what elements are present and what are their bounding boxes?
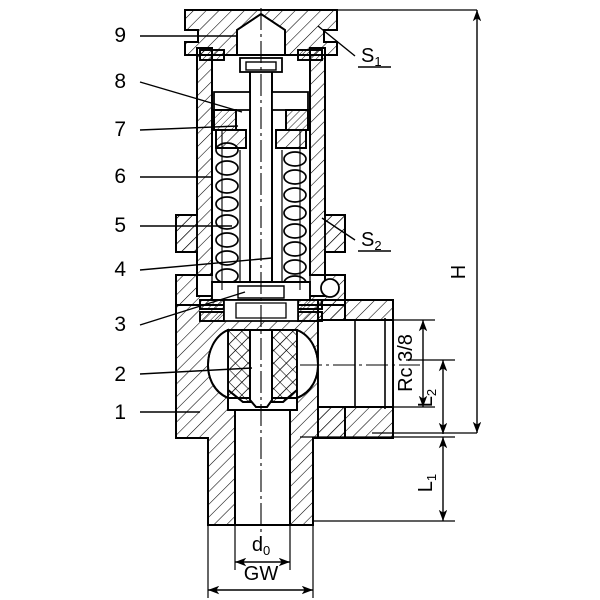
dimension-H: H bbox=[330, 9, 482, 434]
dimension-label: GW bbox=[244, 563, 279, 585]
surface-label: S2 bbox=[361, 229, 382, 253]
dimension-label: d0 bbox=[252, 534, 270, 558]
surface-label: S1 bbox=[361, 45, 382, 69]
part-callout-7: 7 bbox=[114, 118, 239, 141]
part-callout-9: 9 bbox=[114, 24, 238, 47]
dimension-label: L1 bbox=[415, 474, 439, 492]
leader-line bbox=[317, 25, 356, 57]
dimension-label: L2 bbox=[415, 389, 439, 407]
part-callout-5: 5 bbox=[114, 214, 232, 237]
dimension-label: Rc 3/8 bbox=[395, 334, 417, 392]
leader-line bbox=[139, 291, 246, 326]
callout-number: 2 bbox=[114, 363, 126, 386]
leader-line bbox=[139, 367, 253, 375]
callout-number: 7 bbox=[114, 118, 126, 141]
part-callout-4: 4 bbox=[114, 257, 273, 281]
leader-line bbox=[139, 125, 239, 131]
part-callout-2: 2 bbox=[114, 363, 253, 386]
outlet-branch bbox=[317, 299, 394, 439]
body-boss-circle bbox=[320, 278, 340, 298]
leader-line bbox=[321, 217, 356, 241]
part-callout-6: 6 bbox=[114, 165, 212, 188]
callout-number: 6 bbox=[114, 165, 126, 188]
part-callout-3: 3 bbox=[114, 291, 246, 336]
dimension-L1: L1 bbox=[300, 436, 455, 522]
dimension-GW: GW bbox=[207, 525, 314, 598]
leader-line bbox=[139, 81, 243, 113]
callout-number: 1 bbox=[114, 401, 126, 424]
callout-number: 9 bbox=[114, 24, 126, 47]
dimension-label: H bbox=[448, 265, 470, 279]
centerlines bbox=[260, 8, 420, 545]
outlet-bore bbox=[227, 397, 298, 526]
callout-number: 4 bbox=[114, 258, 126, 281]
leader-line bbox=[139, 257, 273, 271]
part-callout-8: 8 bbox=[114, 70, 243, 113]
compression-spring bbox=[215, 142, 307, 291]
callout-number: 5 bbox=[114, 214, 126, 237]
part-callouts: 1 2 3 4 5 6 7 8 9 bbox=[114, 24, 273, 424]
dimension-Rc: Rc 3/8 bbox=[393, 319, 435, 408]
callout-number: 3 bbox=[114, 313, 126, 336]
part-callout-1: 1 bbox=[114, 401, 200, 424]
callout-number: 8 bbox=[114, 70, 126, 93]
bonnet-inner-detail bbox=[211, 48, 311, 290]
